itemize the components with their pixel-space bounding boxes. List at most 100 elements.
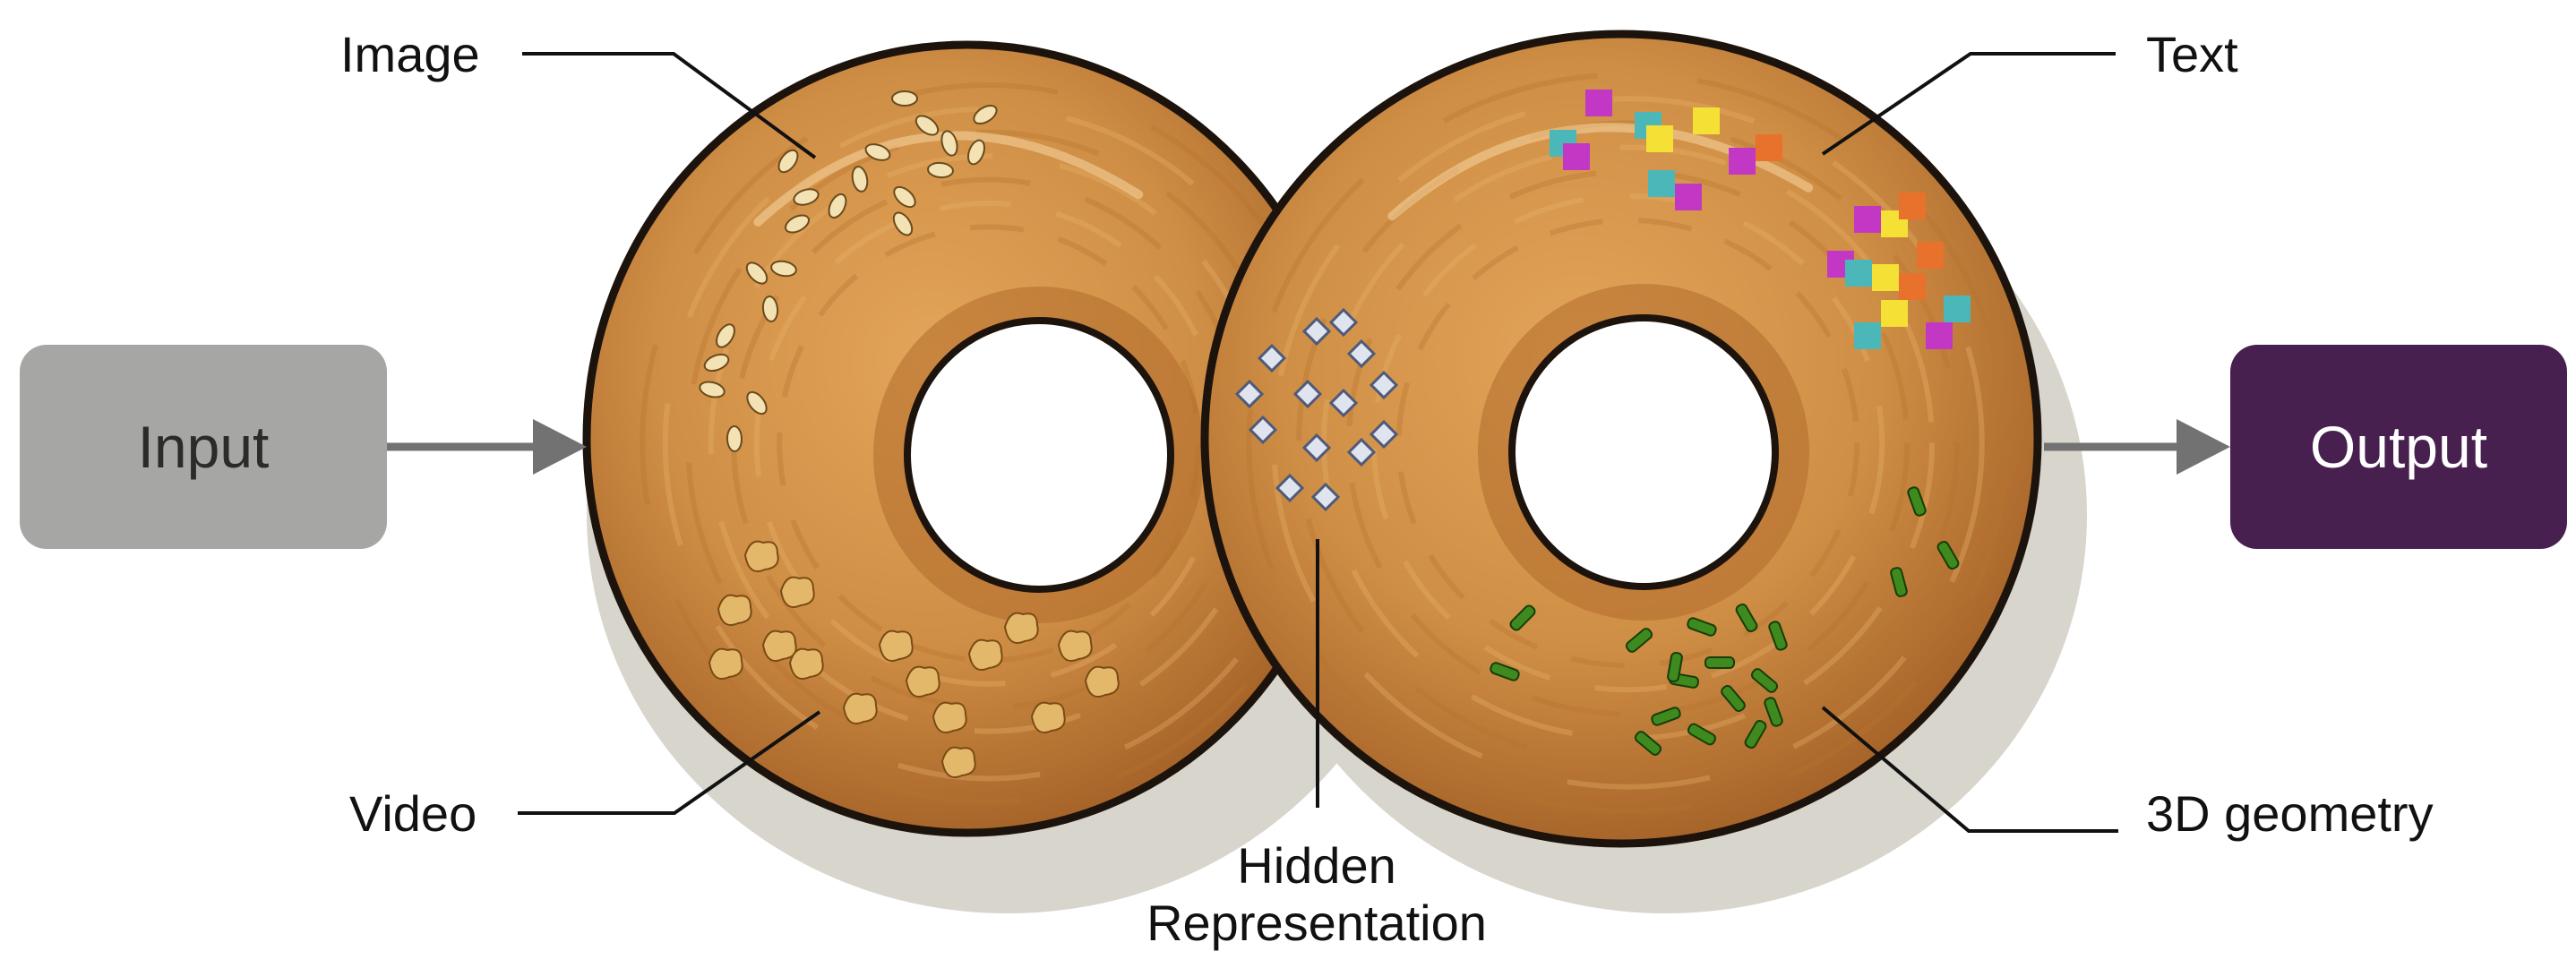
- output-box: Output: [2230, 345, 2567, 549]
- walnut-topping: [1084, 665, 1120, 698]
- seed-topping: [746, 390, 768, 415]
- walnut-topping: [708, 647, 743, 680]
- flow-arrows: [387, 419, 2230, 475]
- crystal-topping: [1292, 379, 1323, 409]
- herb-topping: [1490, 662, 1520, 681]
- seed-topping: [699, 381, 726, 398]
- walnut-topping: [940, 746, 976, 778]
- crystal-topping: [1369, 370, 1399, 400]
- seed-topping: [745, 261, 769, 285]
- seed-topping: [973, 104, 998, 125]
- pixel-topping: [1944, 296, 1971, 322]
- herb-topping: [1687, 617, 1717, 637]
- herb-topping: [1687, 723, 1717, 746]
- pixel-topping: [1899, 193, 1926, 219]
- seed-topping: [716, 323, 735, 348]
- herb-topping: [1890, 567, 1908, 597]
- image-label: Image: [340, 26, 480, 82]
- output-label: Output: [2309, 414, 2488, 480]
- crystal-topping: [1328, 388, 1359, 418]
- pixel-topping: [1729, 148, 1756, 175]
- input-arrowhead: [533, 419, 587, 475]
- pixel-topping: [1845, 260, 1872, 287]
- right-bagel: [1200, 30, 2042, 848]
- herb-topping: [1768, 621, 1788, 651]
- seed-topping: [770, 260, 797, 278]
- herb-topping: [1625, 628, 1653, 653]
- image-leader: [522, 52, 817, 159]
- leader-lines: [518, 52, 2118, 833]
- pixel-topping: [1854, 206, 1881, 233]
- crystal-topping: [1346, 437, 1377, 467]
- crystal-topping: [1275, 473, 1305, 503]
- herb-topping: [1634, 731, 1662, 756]
- herb-topping: [1750, 668, 1779, 693]
- geometry-leader: [1821, 706, 2118, 833]
- herb-topping: [1704, 656, 1735, 669]
- pixel-topping: [1648, 170, 1675, 197]
- walnut-topping: [878, 630, 914, 662]
- herb-topping: [1735, 603, 1758, 633]
- walnut-topping: [842, 692, 878, 724]
- walnut-topping: [743, 540, 779, 572]
- right-bagel-texture: [1395, 217, 1860, 669]
- herb-topping: [1936, 540, 1960, 570]
- hidden-representation-label: Hidden Representation: [1138, 837, 1496, 952]
- herb-topping: [1764, 697, 1783, 727]
- crystal-topping: [1328, 307, 1359, 338]
- hidden-label-line1: Hidden: [1237, 837, 1396, 894]
- seed-topping: [785, 214, 810, 234]
- walnut-topping: [1003, 612, 1039, 644]
- pixel-topping: [1675, 184, 1702, 210]
- crystal-topping: [1346, 338, 1377, 369]
- crystal-topping: [1369, 419, 1399, 450]
- right-bagel-texture: [1296, 120, 1960, 766]
- pixel-topping: [1881, 300, 1908, 327]
- pixel-topping: [1926, 322, 1953, 349]
- herb-topping: [1721, 684, 1746, 713]
- pixel-topping: [1756, 134, 1782, 161]
- walnut-topping: [905, 665, 940, 698]
- seed-topping: [777, 149, 799, 174]
- seed-topping: [927, 161, 954, 179]
- herb-topping: [1509, 604, 1536, 631]
- seed-topping: [793, 188, 820, 206]
- video-leader: [518, 710, 821, 815]
- pixel-topping: [1646, 125, 1673, 152]
- crystal-topping: [1310, 482, 1341, 512]
- pixel-topping: [1917, 242, 1944, 269]
- right-bagel-hole: [1508, 314, 1779, 590]
- walnut-topping: [967, 638, 1003, 671]
- input-label: Input: [137, 414, 270, 480]
- hidden-label-line2: Representation: [1146, 895, 1487, 951]
- left-bagel-hole: [904, 317, 1174, 593]
- left-bagel-highlight: [753, 131, 1144, 227]
- walnut-topping: [717, 594, 752, 626]
- right-bagel-texture: [1370, 193, 1885, 693]
- pixel-topping: [1872, 264, 1899, 291]
- output-arrowhead: [2177, 419, 2230, 475]
- right-bagel-texture: [1271, 96, 1985, 790]
- toppings: [699, 90, 1971, 778]
- right-bagel-texture: [1246, 72, 2010, 814]
- walnut-topping: [788, 647, 824, 680]
- text-label: Text: [2146, 26, 2238, 82]
- left-bagel-texture: [777, 224, 1201, 664]
- walnut-topping: [761, 630, 797, 662]
- walnut-topping: [932, 701, 967, 733]
- seed-topping: [726, 425, 743, 452]
- pixel-topping: [1899, 273, 1926, 300]
- seed-topping: [761, 296, 779, 322]
- input-box: Input: [20, 345, 387, 549]
- seed-topping: [967, 139, 985, 166]
- seed-topping: [914, 115, 940, 136]
- pixel-topping: [1563, 143, 1590, 170]
- herb-topping: [1667, 651, 1683, 683]
- seed-topping: [703, 353, 730, 373]
- text-leader: [1821, 52, 2116, 156]
- herb-topping: [1744, 719, 1767, 750]
- pixel-topping: [1585, 90, 1612, 116]
- herb-topping: [1907, 486, 1927, 517]
- seed-topping: [893, 185, 916, 209]
